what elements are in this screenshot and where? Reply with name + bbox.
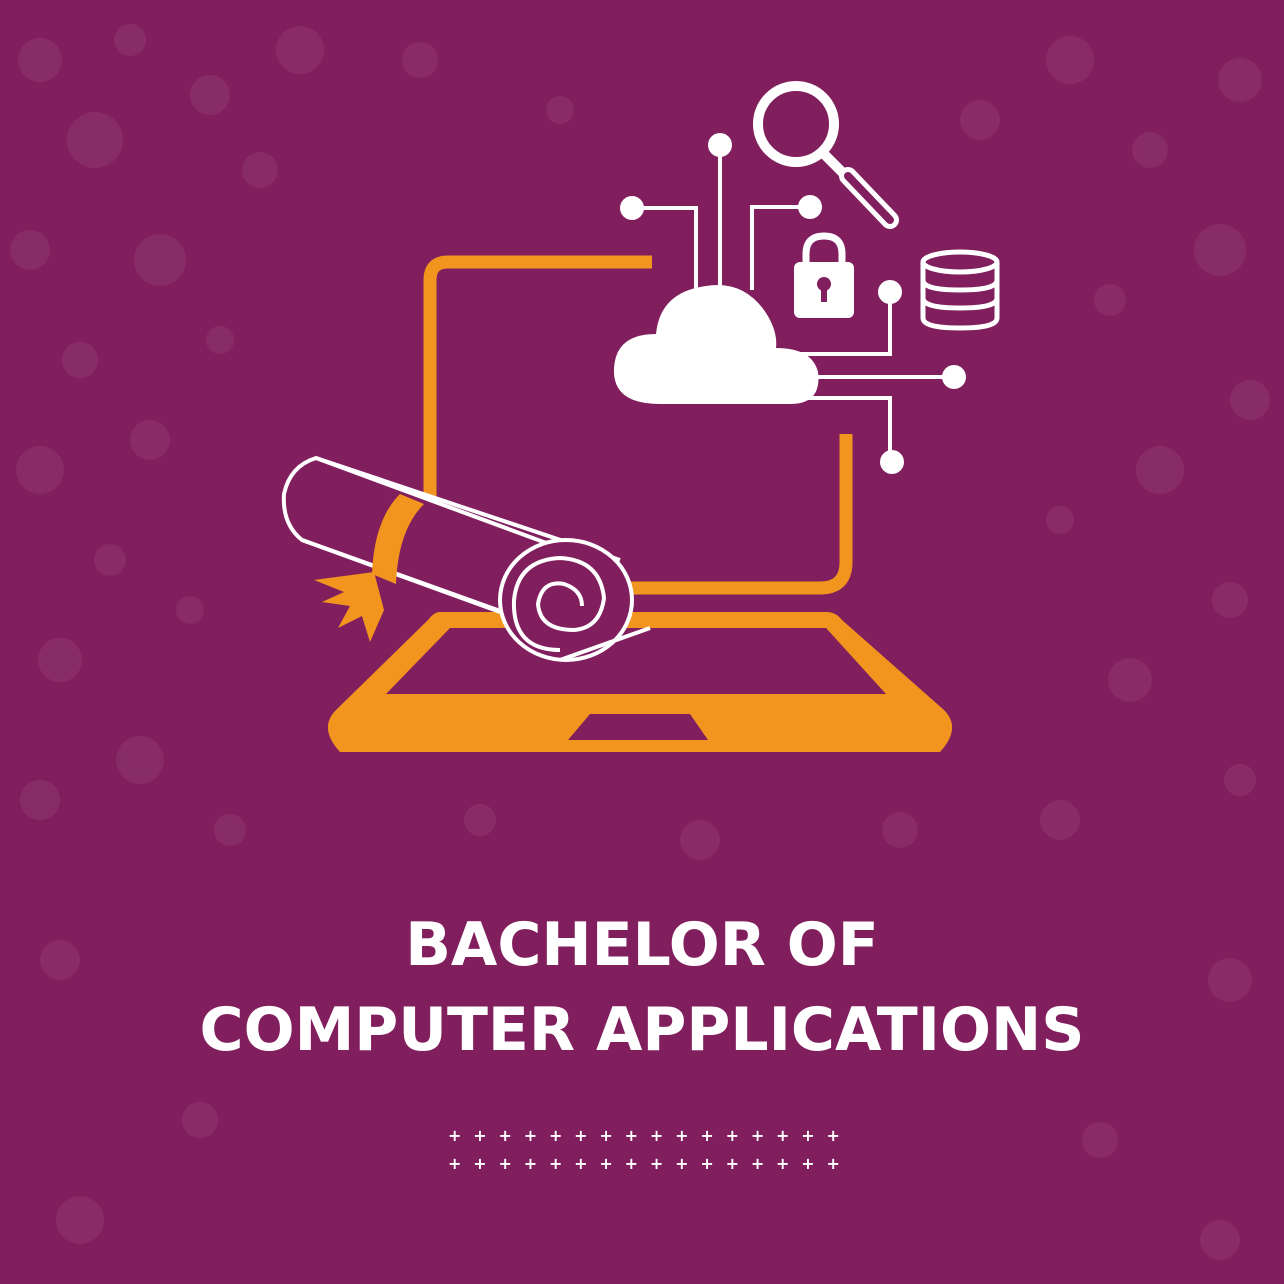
plus-glyph: + — [574, 1154, 588, 1173]
circuit-nodes — [620, 133, 966, 474]
plus-glyph: + — [498, 1154, 512, 1173]
plus-glyph: + — [624, 1154, 639, 1173]
background-dots — [10, 24, 1270, 1260]
plus-glyph: + — [548, 1126, 563, 1145]
plus-glyph: + — [725, 1154, 739, 1173]
plus-glyph: + — [826, 1126, 840, 1145]
plus-glyph: + — [801, 1126, 815, 1145]
plus-glyph: + — [448, 1126, 462, 1145]
plus-glyph: + — [675, 1126, 689, 1145]
plus-glyph: + — [624, 1126, 639, 1145]
plus-glyph: + — [750, 1154, 765, 1173]
plus-glyph: + — [776, 1154, 790, 1173]
plus-glyph: + — [574, 1126, 588, 1145]
plus-glyph: + — [599, 1126, 613, 1145]
plus-glyph: + — [498, 1126, 512, 1145]
plus-glyph: + — [725, 1126, 739, 1145]
title-line-1: BACHELOR OF — [405, 910, 879, 980]
plus-glyph: + — [776, 1126, 790, 1145]
plus-glyph: + — [649, 1154, 664, 1173]
padlock-icon — [794, 232, 854, 318]
database-icon — [920, 249, 1000, 331]
cloud-icon — [613, 285, 819, 404]
laptop-screen-outline-right — [610, 434, 853, 595]
plus-glyph: + — [448, 1154, 462, 1173]
magnifier-icon — [753, 81, 899, 229]
plus-glyph: + — [750, 1126, 765, 1145]
plus-glyph: + — [473, 1154, 487, 1173]
plus-glyph: + — [826, 1154, 840, 1173]
plus-glyph: + — [548, 1154, 563, 1173]
plus-divider-row-2: + + + + + + + + + + + + + + + + — [448, 1156, 840, 1172]
plus-glyph: + — [649, 1126, 664, 1145]
diploma-scroll-icon — [281, 455, 651, 662]
laptop-screen-outline — [423, 255, 652, 512]
plus-glyph: + — [473, 1126, 487, 1145]
plus-glyph: + — [700, 1126, 714, 1145]
plus-glyph: + — [675, 1154, 689, 1173]
plus-glyph: + — [523, 1126, 538, 1145]
plus-glyph: + — [599, 1154, 613, 1173]
plus-glyph: + — [700, 1154, 714, 1173]
laptop-icon — [327, 612, 953, 752]
plus-glyph: + — [801, 1154, 815, 1173]
title-line-2: COMPUTER APPLICATIONS — [199, 995, 1085, 1065]
circuit-lines-icon — [634, 146, 952, 462]
plus-divider-row-1: + + + + + + + + + + + + + + + + — [448, 1128, 840, 1144]
plus-glyph: + — [523, 1154, 538, 1173]
